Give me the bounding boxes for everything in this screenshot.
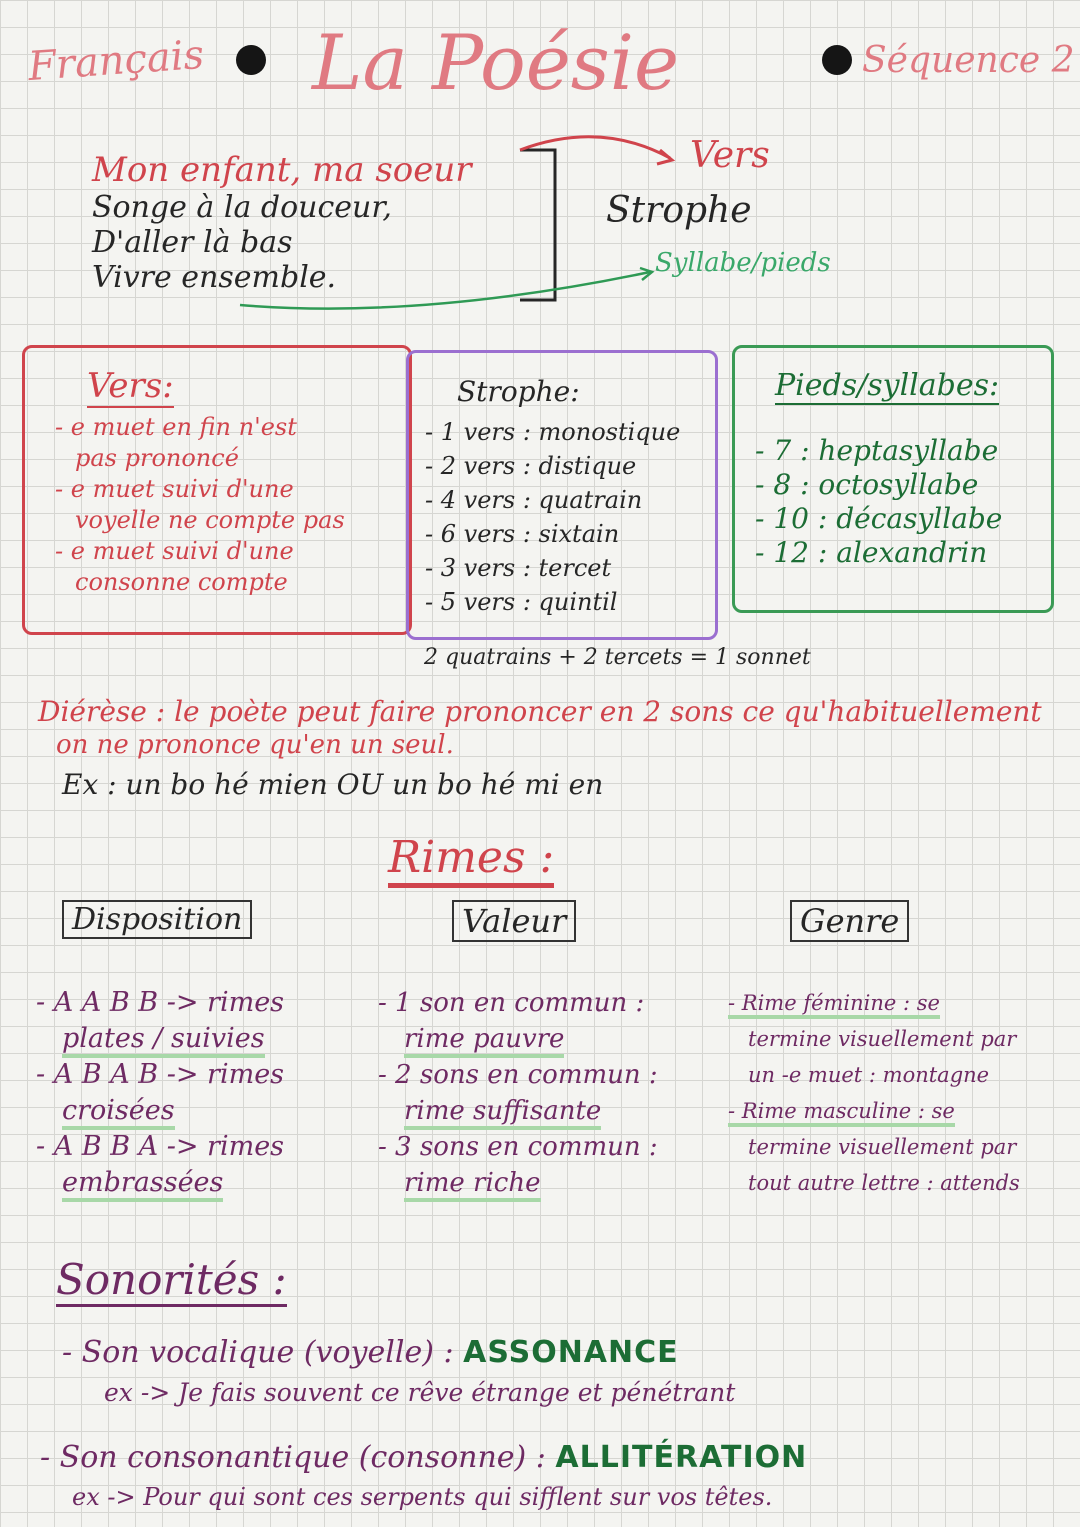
list-item: - 8 : octosyllabe [755,468,979,501]
list-item: - 10 : décasyllabe [755,502,1003,535]
disposition-list: - A A B B -> rimes plates / suivies - A … [36,985,285,1202]
list-item: - 6 vers : sixtain [425,520,620,548]
list-item-text: - Rime masculine : se [728,1099,955,1127]
list-item: - 5 vers : quintil [425,588,618,616]
consonantique-row: - Son consonantique (consonne) : ALLITÉR… [40,1440,807,1475]
list-item: - A A B B -> rimes [36,987,285,1018]
genre-list: - Rime féminine : se termine visuellemen… [728,985,1020,1201]
label-vers: Vers [690,135,770,176]
box-vers-title: Vers: [87,366,174,408]
valeur-heading-text: Valeur [452,900,577,942]
dierese-line-1: Diérèse : le poète peut faire prononcer … [38,695,1042,728]
list-item-text: croisées [62,1095,175,1130]
list-item-text: - Rime féminine : se [728,991,940,1019]
list-item: voyelle ne compte pas [75,506,345,534]
sonnet-note: 2 quatrains + 2 tercets = 1 sonnet [424,645,811,670]
box-vers-list: - e muet en fin n'est pas prononcé - e m… [55,412,345,598]
poem-line-3: D'aller là bas [92,225,293,260]
dierese-line-2: on ne prononce qu'en un seul. [56,730,454,760]
box-pieds-title: Pieds/syllabes: [775,368,1000,405]
list-item: - 3 sons en commun : [378,1132,658,1162]
list-item-text: embrassées [62,1167,224,1202]
list-item-text: plates / suivies [62,1023,265,1058]
list-item: - Rime masculine : se [728,1093,1020,1129]
consonantique-label: - Son consonantique (consonne) : [40,1440,546,1475]
consonantique-example: ex -> Pour qui sont ces serpents qui sif… [72,1483,773,1511]
box-pieds: Pieds/syllabes: - 7 : heptasyllabe - 8 :… [732,345,1054,613]
poem-line-4: Vivre ensemble. [92,260,337,295]
page-title: La Poésie [312,18,680,107]
list-item-text: rime suffisante [404,1096,602,1130]
list-item: embrassées [36,1165,284,1202]
list-item: termine visuellement par [748,1135,1017,1159]
binder-hole-right [822,45,852,75]
list-item: - 3 vers : tercet [425,554,612,582]
disposition-heading: Disposition [62,900,253,939]
list-item: consonne compte [75,568,288,596]
list-item: - 2 vers : distique [425,452,637,480]
sonorites-title: Sonorités : [56,1255,287,1307]
consonantique-term: ALLITÉRATION [555,1440,808,1475]
list-item: - A B B A -> rimes [36,1131,285,1162]
vocalique-label: - Son vocalique (voyelle) : [62,1335,454,1370]
rimes-title-text: Rimes : [388,832,555,888]
list-item: - 7 : heptasyllabe [755,434,999,467]
poem-line-1: Mon enfant, ma soeur [92,150,472,190]
genre-heading-text: Genre [790,900,910,942]
disposition-heading-text: Disposition [62,900,253,939]
rimes-title: Rimes : [388,832,555,888]
list-item: plates / suivies [36,1021,284,1058]
list-item: - e muet en fin n'est [55,413,297,441]
list-item: - 4 vers : quatrain [425,486,643,514]
genre-heading: Genre [790,900,910,942]
list-item: - Rime féminine : se [728,985,1020,1021]
list-item: - 2 sons en commun : [378,1060,658,1090]
poem-annotations [239,135,676,310]
sonorites-title-text: Sonorités : [56,1255,287,1307]
list-item: - e muet suivi d'une [55,475,294,503]
list-item-text: rime pauvre [404,1024,565,1058]
list-item: - e muet suivi d'une [55,537,294,565]
list-item: rime pauvre [378,1021,658,1058]
vocalique-term: ASSONANCE [463,1335,679,1370]
box-pieds-list: - 7 : heptasyllabe - 8 : octosyllabe - 1… [755,434,1002,570]
dierese-example: Ex : un bo hé mien OU un bo hé mi en [62,768,604,801]
list-item: - 1 vers : monostique [425,418,681,446]
label-syllabe: Syllabe/pieds [655,248,831,278]
list-item: pas prononcé [75,444,239,472]
list-item: - 1 son en commun : [378,988,645,1018]
valeur-heading: Valeur [452,900,577,942]
list-item: rime riche [378,1165,658,1202]
list-item: termine visuellement par [748,1027,1017,1051]
box-vers: Vers: - e muet en fin n'est pas prononcé… [22,345,412,635]
sequence-label: Séquence 2 [862,40,1075,81]
list-item: - 12 : alexandrin [755,536,988,569]
list-item: un -e muet : montagne [748,1063,990,1087]
binder-hole-left [236,45,266,75]
list-item: rime suffisante [378,1093,658,1130]
list-item: - A B A B -> rimes [36,1059,285,1090]
list-item: croisées [36,1093,284,1130]
valeur-list: - 1 son en commun : rime pauvre - 2 sons… [378,985,658,1202]
list-item-text: rime riche [404,1168,541,1202]
poem-line-2: Songe à la douceur, [92,190,392,225]
vocalique-example: ex -> Je fais souvent ce rêve étrange et… [104,1378,736,1407]
vocalique-row: - Son vocalique (voyelle) : ASSONANCE [62,1335,679,1370]
box-strophe: Strophe: - 1 vers : monostique - 2 vers … [406,350,718,640]
label-strophe: Strophe [606,190,752,231]
list-item: tout autre lettre : attends [748,1171,1020,1195]
box-strophe-title: Strophe: [457,375,580,408]
box-strophe-list: - 1 vers : monostique - 2 vers : distiqu… [425,415,680,619]
